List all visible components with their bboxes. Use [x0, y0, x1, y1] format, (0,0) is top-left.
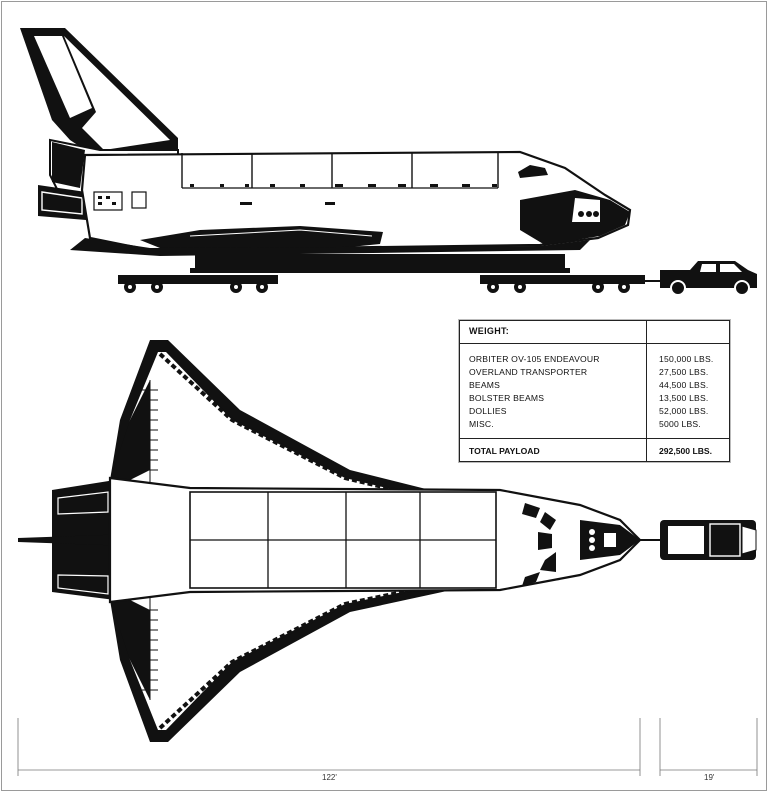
weight-table-header: WEIGHT: [460, 321, 729, 344]
weight-row: OVERLAND TRANSPORTER 27,500 LBS. [469, 367, 723, 380]
weight-row-value: 150,000 LBS. [659, 354, 714, 364]
weight-row: ORBITER OV-105 ENDEAVOUR 150,000 LBS. [469, 354, 723, 367]
weight-row-name: DOLLIES [469, 406, 507, 416]
side-view-shuttle [20, 28, 632, 273]
weight-row-value: 52,000 LBS. [659, 406, 709, 416]
top-view-shuttle [18, 340, 662, 742]
weight-row-value: 13,500 LBS. [659, 393, 709, 403]
weight-row-name: ORBITER OV-105 ENDEAVOUR [469, 354, 600, 364]
shuttle-length-label: 122' [322, 773, 337, 782]
dimension-lines [17, 718, 758, 776]
weight-row-value: 5000 LBS. [659, 419, 701, 429]
weight-row: DOLLIES 52,000 LBS. [469, 406, 723, 419]
weight-row: BEAMS 44,500 LBS. [469, 380, 723, 393]
weight-row-name: OVERLAND TRANSPORTER [469, 367, 588, 377]
weight-row-name: MISC. [469, 419, 494, 429]
weight-row: MISC. 5000 LBS. [469, 419, 723, 432]
weight-row-value: 27,500 LBS. [659, 367, 709, 377]
weight-row-name: BOLSTER BEAMS [469, 393, 545, 403]
side-view-tow-truck [660, 261, 757, 296]
weight-total-name: TOTAL PAYLOAD [469, 446, 540, 456]
weight-table-divider [646, 321, 647, 461]
weight-table-total-divider [460, 438, 729, 439]
weight-table-heading: WEIGHT: [469, 326, 510, 336]
side-view-transporter [118, 275, 662, 293]
weight-table: WEIGHT: ORBITER OV-105 ENDEAVOUR 150,000… [459, 320, 730, 462]
weight-row: BOLSTER BEAMS 13,500 LBS. [469, 393, 723, 406]
weight-row-value: 44,500 LBS. [659, 380, 709, 390]
weight-total-row: TOTAL PAYLOAD 292,500 LBS. [469, 446, 723, 459]
weight-total-value: 292,500 LBS. [659, 446, 713, 456]
weight-row-name: BEAMS [469, 380, 501, 390]
top-view-tow-truck [660, 520, 757, 560]
truck-length-label: 19' [704, 773, 715, 782]
